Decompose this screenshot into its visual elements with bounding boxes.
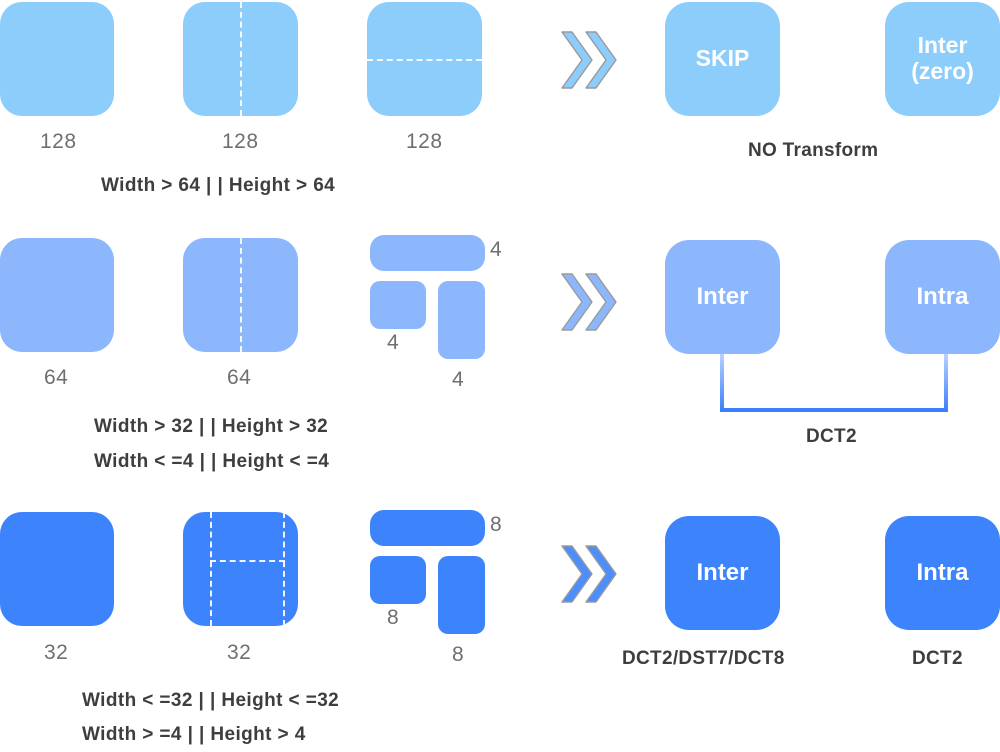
- block-8-top-bar: [370, 510, 485, 546]
- result-pill-inter-row32-label: Inter: [696, 558, 749, 586]
- result-pill-inter-zero[interactable]: Inter (zero): [885, 2, 1000, 116]
- bracket-dct2: [718, 354, 950, 416]
- result-pill-intra-row32[interactable]: Intra: [885, 516, 1000, 630]
- result-pill-intra-row64-label: Intra: [916, 282, 969, 310]
- dim-label-32-a: 32: [44, 641, 69, 664]
- condition-row-64-line2: Width < =4 | | Height < =4: [94, 451, 330, 472]
- dim-label-4-right: 4: [452, 368, 465, 391]
- result-pill-skip-label: SKIP: [695, 45, 750, 72]
- caption-dct2-row64: DCT2: [806, 426, 857, 447]
- condition-row-128: Width > 64 | | Height > 64: [101, 175, 336, 196]
- dim-label-64-b: 64: [227, 366, 252, 389]
- dim-label-4-top: 4: [490, 238, 503, 261]
- block-128-horizontal-split: [367, 2, 482, 116]
- condition-row-32-line1: Width < =32 | | Height < =32: [82, 690, 340, 711]
- caption-inter-transforms-row32: DCT2/DST7/DCT8: [622, 648, 785, 669]
- block-32-quad-split: [183, 512, 298, 626]
- split-line-horizontal: [210, 560, 285, 562]
- block-4-small-square: [370, 281, 426, 329]
- dim-label-32-b: 32: [227, 641, 252, 664]
- block-32-plain: [0, 512, 114, 626]
- block-128-plain: [0, 2, 114, 116]
- block-4-top-bar: [370, 235, 485, 271]
- block-128-vertical-split: [183, 2, 298, 116]
- dim-label-8-left: 8: [387, 606, 400, 629]
- caption-no-transform: NO Transform: [748, 140, 879, 161]
- block-64-plain: [0, 238, 114, 352]
- result-pill-intra-row32-label: Intra: [916, 558, 969, 586]
- double-chevron-right-icon: [556, 540, 620, 608]
- result-pill-inter-row64-label: Inter: [696, 282, 749, 310]
- block-64-vertical-split: [183, 238, 298, 352]
- condition-row-32-line2: Width > =4 | | Height > 4: [82, 724, 306, 745]
- condition-row-64-line1: Width > 32 | | Height > 32: [94, 416, 329, 437]
- split-line-vertical-right: [283, 512, 285, 626]
- result-pill-inter-row32[interactable]: Inter: [665, 516, 780, 630]
- split-line-vertical-left: [210, 512, 212, 626]
- block-8-small-square: [370, 556, 426, 604]
- double-chevron-right-icon: [556, 26, 620, 94]
- result-pill-inter-zero-line1: Inter: [917, 32, 968, 59]
- split-line-vertical: [240, 2, 242, 116]
- result-pill-skip[interactable]: SKIP: [665, 2, 780, 116]
- dim-label-128-b: 128: [222, 130, 259, 153]
- split-line-horizontal: [367, 59, 482, 61]
- result-pill-inter-zero-line2: (zero): [911, 58, 974, 84]
- dim-label-8-top: 8: [490, 513, 503, 536]
- split-line-vertical: [240, 238, 242, 352]
- caption-intra-transform-row32: DCT2: [912, 648, 963, 669]
- result-pill-inter-row64[interactable]: Inter: [665, 240, 780, 354]
- block-4-tall-rect: [438, 281, 485, 359]
- dim-label-8-right: 8: [452, 643, 465, 666]
- double-chevron-right-icon: [556, 268, 620, 336]
- dim-label-4-left: 4: [387, 331, 400, 354]
- block-8-tall-rect: [438, 556, 485, 634]
- dim-label-64-a: 64: [44, 366, 69, 389]
- dim-label-128-c: 128: [406, 130, 443, 153]
- dim-label-128-a: 128: [40, 130, 77, 153]
- result-pill-intra-row64[interactable]: Intra: [885, 240, 1000, 354]
